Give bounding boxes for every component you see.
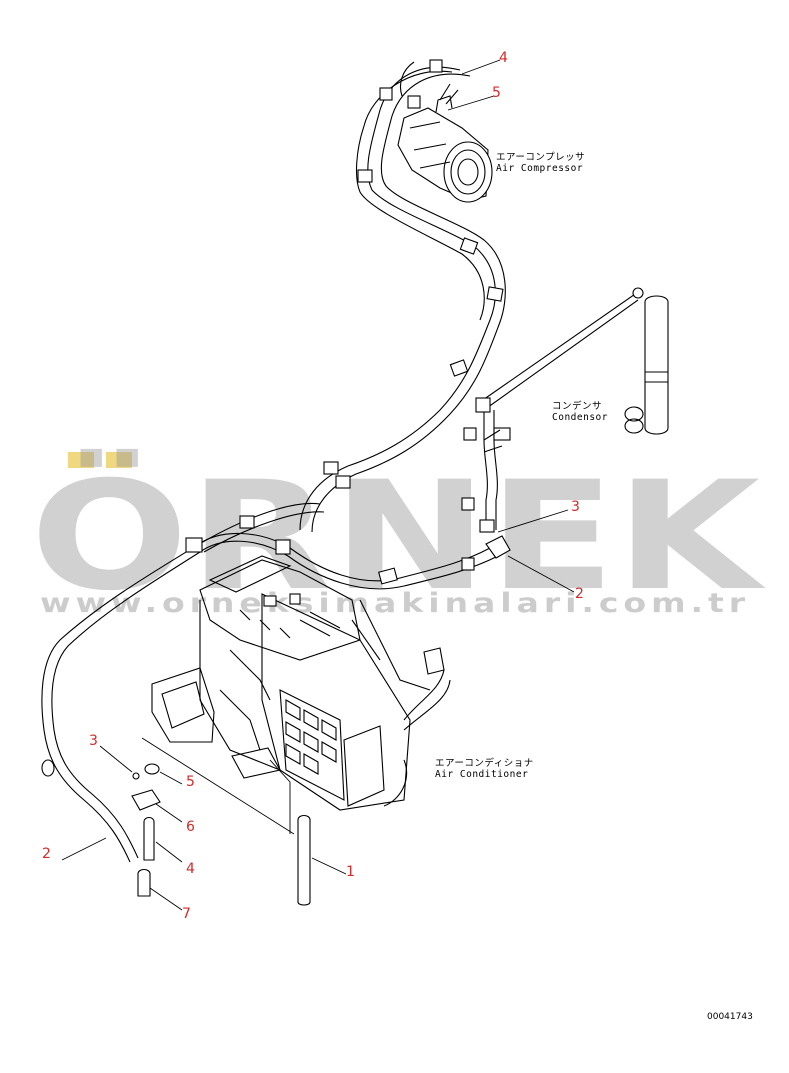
callout-6: 6 (186, 819, 195, 835)
label-compressor-jp: エアーコンプレッサ (496, 152, 585, 163)
leader-lines (61, 59, 575, 911)
air-conditioner-unit (151, 555, 451, 811)
label-condensor-en: Condensor (552, 412, 608, 423)
callout-3-left: 3 (89, 733, 98, 749)
clamp (131, 789, 161, 811)
small-parts (131, 737, 311, 906)
o-ring-large (144, 763, 160, 775)
component-labels: エアーコンプレッサ Air Compressor コンデンサ Condensor… (435, 152, 608, 780)
label-condensor-jp: コンデンサ (552, 400, 602, 412)
label-conditioner-en: Air Conditioner (435, 769, 528, 780)
drain-hose (297, 814, 311, 906)
liquid-lines (41, 461, 511, 863)
hose-end (143, 816, 155, 861)
bolt (137, 868, 151, 897)
watermark-dot-right (106, 452, 132, 468)
callout-4-top: 4 (499, 50, 508, 66)
callout-2-right: 2 (575, 586, 584, 602)
callout-5-left: 5 (186, 774, 195, 790)
label-compressor-en: Air Compressor (496, 163, 583, 174)
callout-3-right: 3 (571, 499, 580, 515)
callout-7: 7 (182, 906, 191, 922)
air-compressor (397, 83, 493, 203)
callout-2-left: 2 (42, 846, 51, 862)
condensor (461, 287, 669, 533)
callout-5-top: 5 (492, 85, 501, 101)
callout-numbers: 4 5 3 2 3 5 6 2 4 1 7 (42, 50, 584, 922)
watermark-dot-left (68, 452, 94, 468)
drawing-reference-number: 00041743 (707, 1012, 753, 1022)
watermark-logo: ÖRNEK (30, 448, 766, 624)
o-ring-small (132, 772, 140, 780)
label-conditioner-jp: エアーコンディショナ (435, 757, 534, 769)
watermark: ÖRNEK www.orneksimakinalari.com.tr (30, 448, 766, 624)
watermark-url: www.orneksimakinalari.com.tr (40, 588, 750, 619)
callout-4-left: 4 (186, 861, 195, 877)
callout-1: 1 (346, 864, 355, 880)
compressor-hoses (299, 59, 506, 533)
